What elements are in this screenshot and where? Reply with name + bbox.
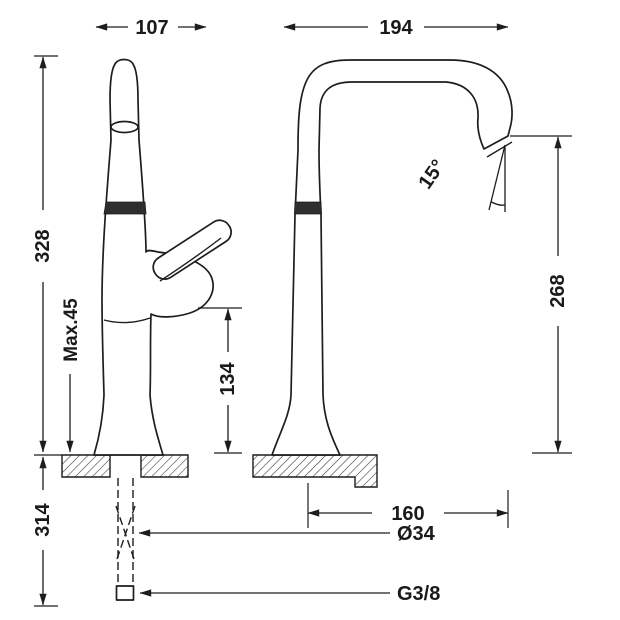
front-view-body (271, 59, 513, 456)
left-deck-hatch-left (61, 454, 111, 478)
dim-label-hole-diameter: Ø34 (397, 523, 436, 545)
dim-label-handle-height: 134 (217, 361, 239, 395)
thread-connector (115, 585, 135, 601)
right-deck-hatch (252, 454, 378, 488)
supply-shank (115, 478, 136, 601)
dim-spout-height: 268 (510, 135, 572, 454)
dim-label-width-right: 194 (379, 17, 413, 39)
dim-label-total-height: 328 (32, 229, 54, 262)
left-deck-section (61, 454, 189, 478)
spout-outlet-inner-line (486, 141, 513, 158)
dim-label-thread: G3/8 (397, 583, 440, 605)
side-view-lever-handle (152, 219, 232, 280)
faucet-side-view (93, 58, 232, 456)
hose-cross-2 (115, 505, 136, 563)
dim-below-depth: 314 (32, 456, 58, 607)
faucet-front-view (271, 59, 513, 456)
right-deck-section (252, 454, 378, 488)
side-view-joint-band (103, 201, 147, 215)
dim-label-spout-reach: 160 (391, 503, 424, 525)
dim-width-left: 107 (95, 17, 207, 39)
angle-slant-line (488, 144, 506, 211)
side-view-body (93, 58, 214, 456)
left-deck-hatch-right (140, 454, 189, 478)
dim-handle-height: 134 (198, 307, 242, 454)
side-view-lower-seam (103, 317, 151, 324)
dim-hole-diameter: Ø34 (138, 523, 436, 545)
dim-label-spout-angle: 15° (414, 156, 449, 193)
dim-label-width-left: 107 (135, 17, 168, 39)
dim-label-spout-height: 268 (547, 274, 569, 307)
dim-label-below-depth: 314 (32, 502, 54, 536)
aerator-ellipse (110, 120, 139, 134)
dim-thread: G3/8 (139, 583, 440, 605)
angle-arc (491, 201, 506, 206)
lever-ridge-line (159, 237, 222, 282)
dim-spout-reach: 160 (307, 483, 509, 528)
dim-deck-max: Max.45 (61, 298, 82, 453)
dim-total-height: 328 (32, 55, 62, 456)
dimensions: 107 194 328 Max.45 314 (32, 17, 572, 607)
front-view-joint-band (294, 201, 322, 215)
dim-label-deck-max: Max.45 (61, 298, 82, 362)
dim-width-right: 194 (283, 17, 509, 39)
